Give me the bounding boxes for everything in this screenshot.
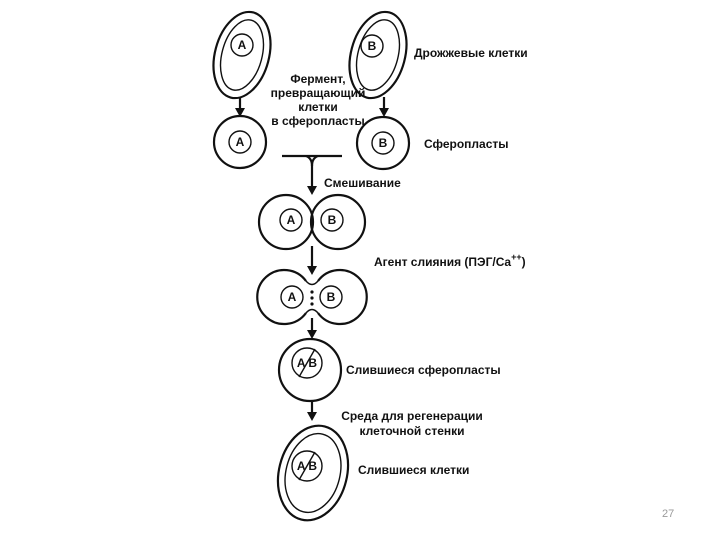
spheroplast-letter-b: B [379, 136, 388, 150]
spheroplast-a: A [212, 114, 268, 170]
label-fused-spheroplasts: Слившиеся сферопласты [346, 363, 501, 377]
yeast-cell-a: A [212, 10, 272, 100]
spheroplast-b: B [355, 115, 411, 171]
arrow-to-fused-cell [307, 402, 317, 421]
mixing-bracket [282, 154, 342, 195]
label-regen-line1: Среда для регенерации [341, 409, 483, 423]
label-fusion-agent: Агент слияния (ПЭГ/Ca++) [374, 252, 526, 269]
adjacent-letter-a: A [287, 213, 296, 227]
fused-cell-letters: A B [297, 459, 318, 473]
label-enzyme-line1: Фермент, [290, 72, 345, 86]
arrow-to-fusion [307, 246, 317, 275]
adjacent-spheroplasts: A B [257, 193, 367, 251]
fused-spheroplast: A B [277, 337, 343, 403]
arrow-to-fused-spheroplast [307, 318, 317, 339]
fusing-spheroplasts: A B [256, 268, 368, 326]
fusion-agent-text: Агент слияния (ПЭГ/Ca [374, 255, 511, 269]
fusing-letter-b: B [327, 290, 336, 304]
yeast-cell-b: B [348, 10, 408, 100]
fused-spheroplast-letters: A B [297, 356, 318, 370]
label-enzyme-line2: превращающий [271, 86, 366, 100]
spheroplast-letter-a: A [236, 135, 245, 149]
page-number: 27 [662, 508, 675, 520]
label-fused-cells: Слившиеся клетки [358, 463, 469, 477]
arrow-a-to-spheroplast [235, 97, 245, 117]
label-yeast-cells: Дрожжевые клетки [414, 46, 528, 60]
fused-cell: A B [276, 424, 350, 522]
fusion-agent-superscript: ++ [511, 252, 522, 262]
cell-letter-b: B [368, 39, 377, 53]
label-spheroplasts: Сферопласты [424, 137, 509, 151]
label-enzyme-line3: клетки [298, 100, 337, 114]
arrow-b-to-spheroplast [379, 97, 389, 117]
label-regen-line2: клеточной стенки [360, 424, 465, 438]
cell-letter-a: A [238, 38, 247, 52]
adjacent-letter-b: B [328, 213, 337, 227]
fusion-agent-close: ) [522, 255, 526, 269]
fusing-letter-a: A [288, 290, 297, 304]
label-enzyme-line4: в сферопласты [271, 114, 364, 128]
label-mixing: Смешивание [324, 176, 401, 190]
